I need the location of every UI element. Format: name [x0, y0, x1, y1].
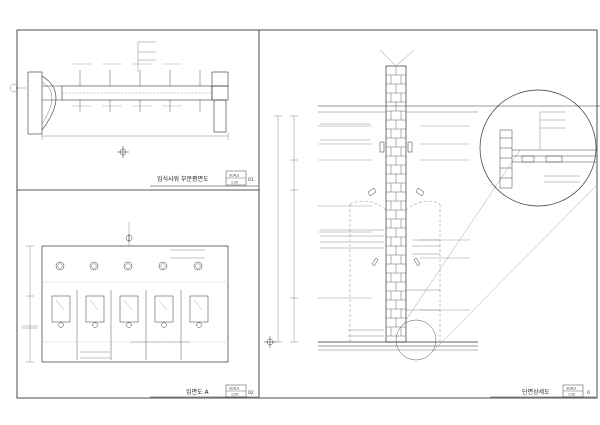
section-title-block: 단면상세도 SCALE 1:20 0 [490, 384, 596, 398]
elevation-title-block: 입면도 A SCALE 1:20 02 [150, 384, 258, 398]
section-drawing [264, 49, 600, 361]
brick-courses [386, 66, 406, 337]
elevation-drawing [22, 222, 229, 363]
section-sheet-no: 0 [587, 390, 590, 396]
elevation-sheet-no: 02 [248, 390, 254, 396]
section-scale-label: SCALE [566, 387, 576, 391]
elevation-scale-value: 1:20 [231, 393, 238, 397]
elevation-title: 입면도 A [186, 388, 209, 396]
plan-scale-value: 1:20 [231, 181, 238, 185]
plan-sheet-no: 01 [248, 177, 254, 183]
sheet-border [16, 29, 598, 399]
plan-drawing [9, 41, 229, 158]
section-scale-value: 1:20 [568, 393, 575, 397]
plan-title: 입식샤워 부분평면도 [157, 175, 209, 183]
section-title: 단면상세도 [522, 388, 550, 396]
plan-scale-label: SCALE [229, 174, 239, 178]
plan-title-block: 입식샤워 부분평면도 SCALE 1:20 01 [150, 170, 258, 187]
elevation-scale-label: SCALE [229, 387, 239, 391]
